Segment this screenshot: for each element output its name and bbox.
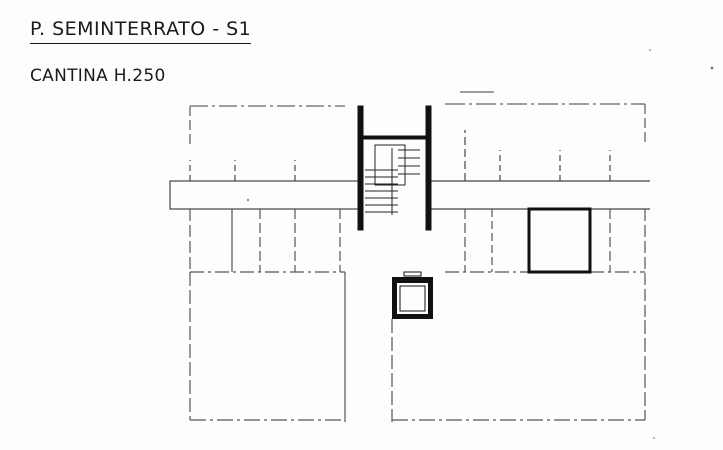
stair-treads <box>365 144 420 215</box>
plan-title: P. SEMINTERRATO - S1 <box>30 18 252 44</box>
right-cellar-walls <box>445 209 646 320</box>
pencil-marks <box>247 49 714 439</box>
plan-subtitle: CANTINA H.250 <box>30 66 166 86</box>
lift-shaft <box>392 271 433 319</box>
corridor <box>169 130 650 210</box>
shaft-right <box>527 207 592 274</box>
left-cellar-walls <box>189 209 345 273</box>
outer-walls-bottom <box>189 272 646 422</box>
stair-core <box>357 105 432 231</box>
outer-walls-top <box>189 91 646 145</box>
